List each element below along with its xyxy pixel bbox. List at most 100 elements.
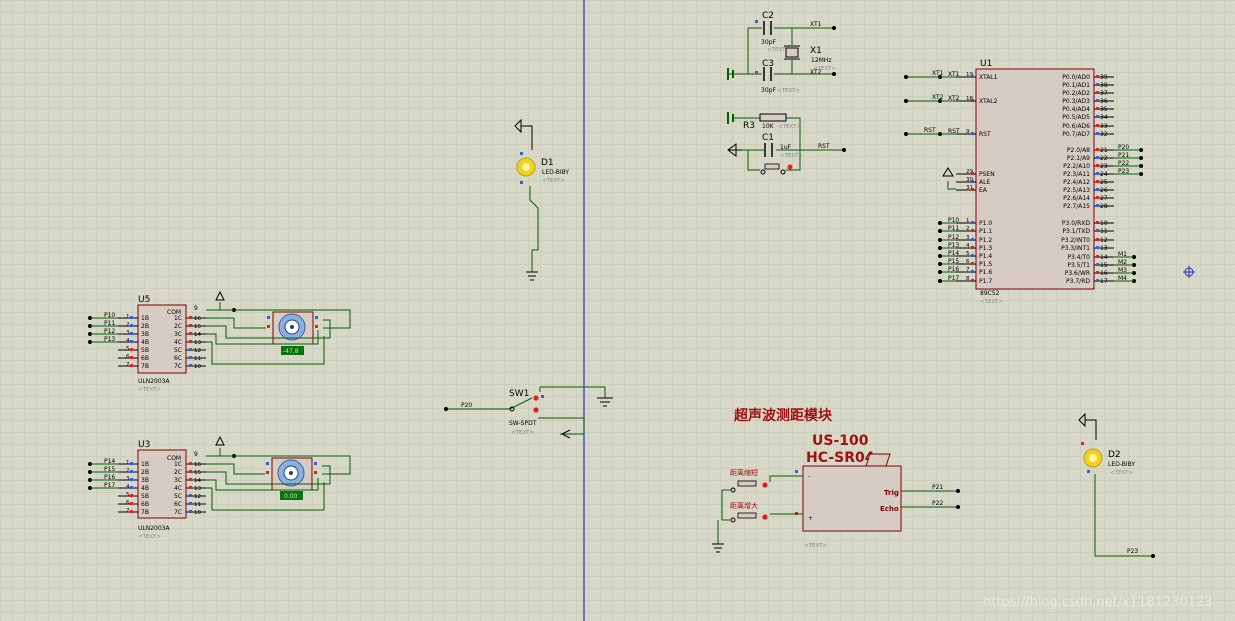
- driver-pin-number: 14: [194, 478, 201, 484]
- mcu-u1[interactable]: U1 89C52 <TEXT> XTAL119XT1XTAL218XT2RST9…: [938, 59, 1143, 305]
- echo-pin-label: Echo: [880, 505, 899, 513]
- d1-text: <TEXT>: [542, 178, 565, 184]
- motor-1[interactable]: -47.8: [267, 311, 318, 355]
- net-label: M4: [1118, 275, 1127, 282]
- driver-pin-name: 1B: [141, 315, 149, 322]
- net-xt2-label: XT2: [932, 94, 944, 101]
- u1-pin-number: 32: [1100, 131, 1108, 138]
- reset-button[interactable]: [760, 163, 793, 175]
- net-label: P13: [948, 242, 959, 249]
- driver-pin-number: 11: [194, 356, 201, 362]
- driver-u5[interactable]: U5 ULN2003A <TEXT> COM 9 1B1P102B2P113B3…: [88, 295, 236, 393]
- net-label: XT1: [948, 71, 960, 78]
- sw1-ref: SW1: [509, 389, 529, 399]
- c2-text: <TEXT>: [767, 47, 790, 53]
- motor-2[interactable]: 0.00: [266, 457, 317, 500]
- u1-pin-number: 35: [1100, 106, 1108, 113]
- u1-wires: [906, 76, 1141, 282]
- switch-sw1[interactable]: SW1 SW-SPDT <TEXT> P20: [444, 386, 613, 439]
- xt2-terminal[interactable]: [832, 72, 836, 76]
- ultrasonic-model-2: HC-SR04: [806, 450, 875, 466]
- driver-pin-name: 3C: [174, 477, 182, 484]
- d2-ref: D2: [1108, 450, 1121, 460]
- u5-wires: [90, 302, 351, 365]
- u1-pin-name: P2.3/A11: [1063, 171, 1090, 178]
- c2-ref: C2: [762, 11, 774, 21]
- c3-value: 30pF: [761, 87, 776, 94]
- net-label: P11: [104, 320, 115, 327]
- net-label: P12: [104, 328, 115, 335]
- u1-pin-number: 10: [1100, 220, 1108, 227]
- u1-pin-name: P3.2/INT0: [1061, 237, 1090, 244]
- driver-pin-name: 6C: [174, 501, 182, 508]
- ultrasonic-module[interactable]: 超声波测距模块 US-100 HC-SR04 - + Trig Echo <TE…: [733, 407, 902, 549]
- d1-ref: D1: [541, 158, 554, 168]
- u1-pin-number: 29: [966, 169, 973, 175]
- capacitor-c3[interactable]: C3 30pF <TEXT>: [761, 59, 800, 94]
- d1-type: LED-BIBY: [542, 169, 569, 176]
- sw1-text: <TEXT>: [511, 430, 534, 436]
- u1-pin-number: 5: [966, 251, 970, 257]
- net-label: P23: [1118, 168, 1129, 175]
- u1-pin-number: 25: [1100, 179, 1108, 186]
- net-label: P12: [948, 234, 959, 241]
- u1-pin-name: P0.7/AD7: [1062, 131, 1090, 138]
- u1-pin-number: 33: [1100, 123, 1108, 130]
- driver-pin-number: 16: [194, 316, 201, 322]
- reset-circuit[interactable]: [727, 112, 844, 171]
- button-distance-long[interactable]: 距离增大: [730, 501, 768, 523]
- resistor-r3[interactable]: R3 10K <TEXT>: [743, 113, 801, 131]
- u1-pin-name: P3.3/INT1: [1061, 245, 1090, 252]
- u1-pin-name: P2.7/A15: [1063, 203, 1090, 210]
- crystal-x1[interactable]: X1 12MHz <TEXT>: [784, 45, 836, 72]
- trig-pin-label: Trig: [884, 489, 899, 497]
- u1-pin-number: 8: [966, 276, 970, 282]
- driver-pin-number: 3: [126, 476, 130, 482]
- u1-text: <TEXT>: [980, 299, 1003, 305]
- u1-pin-name: P0.4/AD4: [1062, 106, 1090, 113]
- led-d2[interactable]: D2 LED-BIBY <TEXT> P23: [1078, 412, 1155, 558]
- driver-pin-number: 12: [194, 348, 201, 354]
- u1-pin-number: 17: [1100, 278, 1108, 285]
- x1-text: <TEXT>: [813, 66, 836, 72]
- c1-value: 1uF: [780, 144, 792, 151]
- u1-pin-name: P0.2/AD2: [1062, 90, 1090, 97]
- net-label: XT2: [948, 95, 960, 102]
- driver-pin-name: 7C: [174, 363, 182, 370]
- u1-pin-number: 4: [966, 243, 970, 249]
- power-arrow: [727, 143, 742, 157]
- capacitor-c1[interactable]: C1 1uF <TEXT>: [762, 133, 803, 159]
- u1-pin-number: 3: [966, 235, 970, 241]
- net-label: P14: [104, 458, 115, 465]
- driver-pin-number: 1: [126, 314, 130, 320]
- net-label: P10: [104, 312, 115, 319]
- driver-pin-number: 7: [126, 508, 130, 514]
- u1-type: 89C52: [980, 290, 1000, 297]
- u1-pin-number: 1: [966, 218, 970, 224]
- u1-pin-number: 19: [966, 72, 973, 78]
- net-label: M1: [1118, 251, 1127, 258]
- driver-pin-number: 15: [194, 470, 201, 476]
- u1-pin-name: P2.6/A14: [1063, 195, 1090, 202]
- button-distance-short[interactable]: 距离缩短: [730, 468, 768, 493]
- driver-pin-name: 7B: [141, 509, 149, 516]
- u1-pin-name: P2.5/A13: [1063, 187, 1090, 194]
- rst-terminal[interactable]: [842, 148, 846, 152]
- net-label: P16: [104, 474, 115, 481]
- xt1-terminal[interactable]: [832, 26, 836, 30]
- capacitor-c2[interactable]: C2 30pF <TEXT>: [761, 11, 790, 53]
- u3-type: ULN2003A: [138, 525, 170, 532]
- ultrasonic-model-1: US-100: [812, 433, 869, 449]
- net-p22-label: P22: [932, 500, 943, 507]
- driver-pin-name: 1C: [174, 315, 182, 322]
- u1-pin-name: P3.4/T0: [1067, 254, 1090, 261]
- led-d1[interactable]: D1 LED-BIBY <TEXT>: [514, 118, 569, 281]
- net-label: P11: [948, 225, 959, 232]
- u1-pin-number: 14: [1100, 254, 1108, 261]
- u1-pin-number: 6: [966, 259, 970, 265]
- c1-text: <TEXT>: [780, 153, 803, 159]
- driver-u3[interactable]: U3 ULN2003A <TEXT> COM 9 1B1P142B2P153B3…: [88, 440, 236, 540]
- driver-pin-name: 5C: [174, 347, 182, 354]
- power-arrow: [215, 290, 225, 301]
